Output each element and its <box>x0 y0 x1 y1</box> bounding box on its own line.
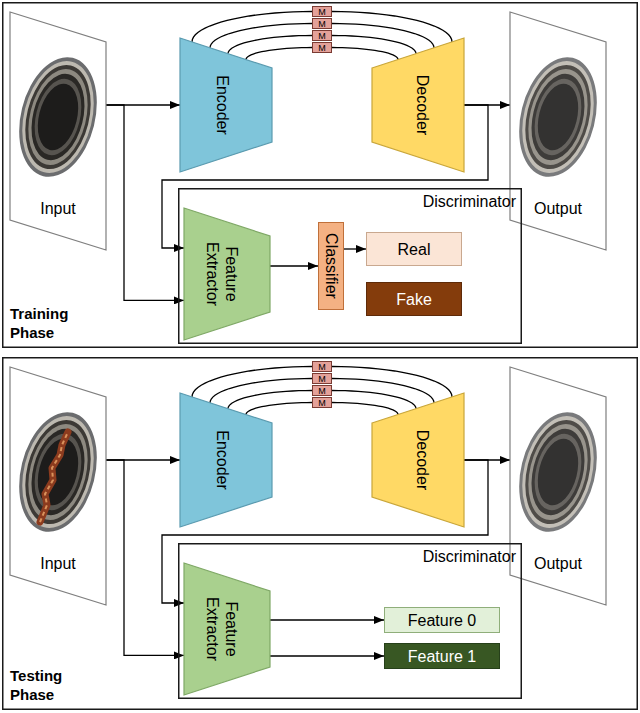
encoder-block: Encoder <box>180 38 272 172</box>
memory-module: M <box>312 18 332 29</box>
node-label: Input <box>40 554 76 573</box>
node-label: Classifier <box>322 233 341 299</box>
phase-panel: InputEncoderMMMMDecoderOutputFeature Ext… <box>2 2 638 348</box>
encoder-block: Encoder <box>180 393 272 527</box>
node-label: M <box>318 18 326 29</box>
node-label: M <box>318 373 326 384</box>
decoder-block: Decoder <box>372 38 464 172</box>
connector-arrow <box>332 367 452 397</box>
node-label: Input <box>40 199 76 218</box>
connector-arrow <box>270 619 384 620</box>
node-label: M <box>318 397 326 408</box>
connector-arrow <box>270 265 318 266</box>
node-label: Output <box>534 554 582 573</box>
node-label: M <box>318 385 326 396</box>
memory-module: M <box>312 6 332 17</box>
node-outline <box>10 367 106 605</box>
class-box: Fake <box>366 282 462 316</box>
image-frame: Input <box>10 12 106 250</box>
memory-module: M <box>312 385 332 396</box>
connector-arrow <box>332 391 416 409</box>
node-label: M <box>318 42 326 53</box>
node-outline <box>372 38 464 172</box>
node-label: M <box>318 361 326 372</box>
decoder-block: Decoder <box>372 393 464 527</box>
node-label: Decoder <box>413 430 432 490</box>
bearing-image <box>7 49 108 185</box>
node-outline <box>372 393 464 527</box>
node-label: Feature 0 <box>408 611 476 630</box>
node-label: Decoder <box>413 75 432 135</box>
feature-extractor: Feature Extractor <box>184 563 270 695</box>
node-label: Encoder <box>213 430 232 490</box>
node-outline <box>180 38 272 172</box>
memory-module: M <box>312 30 332 41</box>
connector-arrow <box>246 48 312 60</box>
node-label: Training Phase <box>10 304 90 342</box>
node-label: Real <box>398 240 431 259</box>
classifier-block: Classifier <box>318 222 344 310</box>
node-label: Fake <box>396 290 432 309</box>
node-label: Feature Extractor <box>203 232 241 316</box>
memory-module: M <box>312 42 332 53</box>
node-outline <box>510 367 606 605</box>
node-label: Encoder <box>213 75 232 135</box>
image-frame: Input <box>10 367 106 605</box>
discriminator-box: Feature Extractor Feature 0 Feature 1 Discr… <box>178 543 522 699</box>
image-frame: Output <box>510 367 606 605</box>
phase-panel: InputEncoderMMMMDecoderOutputFeature Ext… <box>2 357 638 710</box>
feature-box: Feature 1 <box>384 643 500 669</box>
discriminator-box: Feature Extractor Classifier RealFake Discr… <box>178 188 522 344</box>
node-outline <box>184 208 270 340</box>
feature-box: Feature 0 <box>384 607 500 633</box>
node-label: Discriminator <box>423 547 516 566</box>
node-label: M <box>318 30 326 41</box>
feature-extractor: Feature Extractor <box>184 208 270 340</box>
connector-arrow <box>332 403 398 415</box>
node-label: Discriminator <box>423 192 516 211</box>
bearing-image <box>507 49 608 185</box>
node-outline <box>510 12 606 250</box>
connector-arrow <box>106 105 184 300</box>
connector-arrow <box>192 367 312 397</box>
defect-crack <box>40 432 68 522</box>
node-outline <box>184 563 270 695</box>
node-label: Output <box>534 199 582 218</box>
connector-arrow <box>246 403 312 415</box>
node-outline <box>10 12 106 250</box>
connector-arrow <box>332 48 398 60</box>
node-outline <box>180 393 272 527</box>
memory-module: M <box>312 373 332 384</box>
node-label: Testing Phase <box>10 666 90 704</box>
connector-arrow <box>332 12 452 42</box>
node-label: Feature 1 <box>408 647 476 666</box>
bearing-image <box>7 404 108 540</box>
connector-arrow <box>344 248 366 249</box>
defect-crack <box>40 432 68 522</box>
bearing-image <box>507 404 608 540</box>
connector-arrow <box>228 36 312 54</box>
memory-module: M <box>312 361 332 372</box>
connector-arrow <box>332 36 416 54</box>
node-label: M <box>318 6 326 17</box>
connector-arrow <box>192 12 312 42</box>
class-box: Real <box>366 232 462 266</box>
connector-arrow <box>270 655 384 656</box>
node-label: Feature Extractor <box>203 587 241 671</box>
connector-arrow <box>106 460 184 655</box>
memory-module: M <box>312 397 332 408</box>
image-frame: Output <box>510 12 606 250</box>
connector-arrow <box>228 391 312 409</box>
